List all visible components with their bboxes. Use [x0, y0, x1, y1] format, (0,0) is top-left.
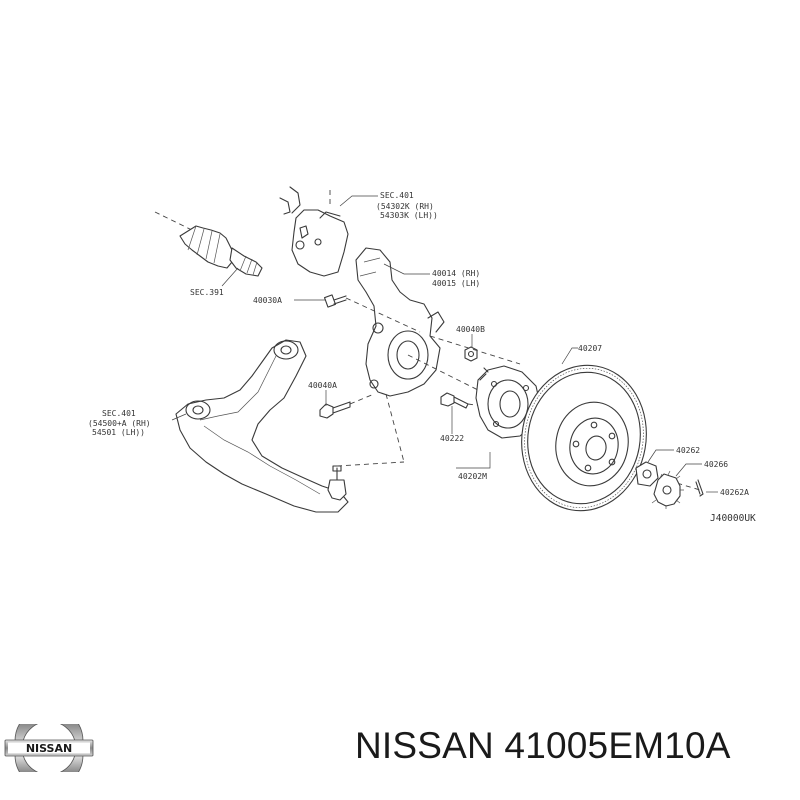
label-40266: 40266: [704, 460, 728, 469]
label-40015: 40015 (LH): [432, 279, 480, 288]
label-40040B: 40040B: [456, 325, 485, 334]
label-40202M: 40202M: [458, 472, 487, 481]
lower-control-arm: [175, 339, 349, 513]
bolt-40222: [440, 392, 469, 409]
label-40040A: 40040A: [308, 381, 337, 390]
strut-bracket: [279, 186, 349, 277]
steering-knuckle: [355, 247, 445, 397]
nut-retainer-40266: [651, 470, 684, 509]
leader-lines: [171, 195, 718, 493]
label-40262A: 40262A: [720, 488, 749, 497]
nissan-logo: NISSAN: [4, 724, 94, 772]
label-sec401-left: SEC.401: [102, 409, 136, 418]
brake-disc-rotor: [521, 364, 647, 512]
label-40262: 40262: [676, 446, 700, 455]
cotter-pin-40262A: [695, 479, 704, 497]
label-54501: 54501 (LH)): [92, 428, 145, 437]
logo-wordmark: NISSAN: [26, 742, 72, 755]
part-labels: SEC.401 (54302K (RH) 54303K (LH)) SEC.39…: [88, 191, 756, 524]
label-54303K: 54303K (LH)): [380, 211, 438, 220]
bolt-40030A: [323, 294, 347, 308]
nut-40040B: [464, 346, 478, 362]
label-40014: 40014 (RH): [432, 269, 480, 278]
bolt-40040A: [319, 401, 351, 419]
drive-shaft: [154, 211, 263, 277]
diagram-reference-code: J40000UK: [710, 513, 756, 524]
label-sec401-top: SEC.401: [380, 191, 414, 200]
label-54302K: (54302K (RH): [376, 202, 434, 211]
hub-nut-40262: [635, 461, 659, 487]
label-40222: 40222: [440, 434, 464, 443]
label-54500: (54500+A (RH): [88, 419, 151, 428]
label-sec391: SEC.391: [190, 288, 224, 297]
part-number-title: NISSAN 41005EM10A: [355, 725, 731, 766]
label-40030A: 40030A: [253, 296, 282, 305]
suspension-parts-diagram: SEC.401 (54302K (RH) 54303K (LH)) SEC.39…: [88, 186, 756, 524]
label-40207: 40207: [578, 344, 602, 353]
